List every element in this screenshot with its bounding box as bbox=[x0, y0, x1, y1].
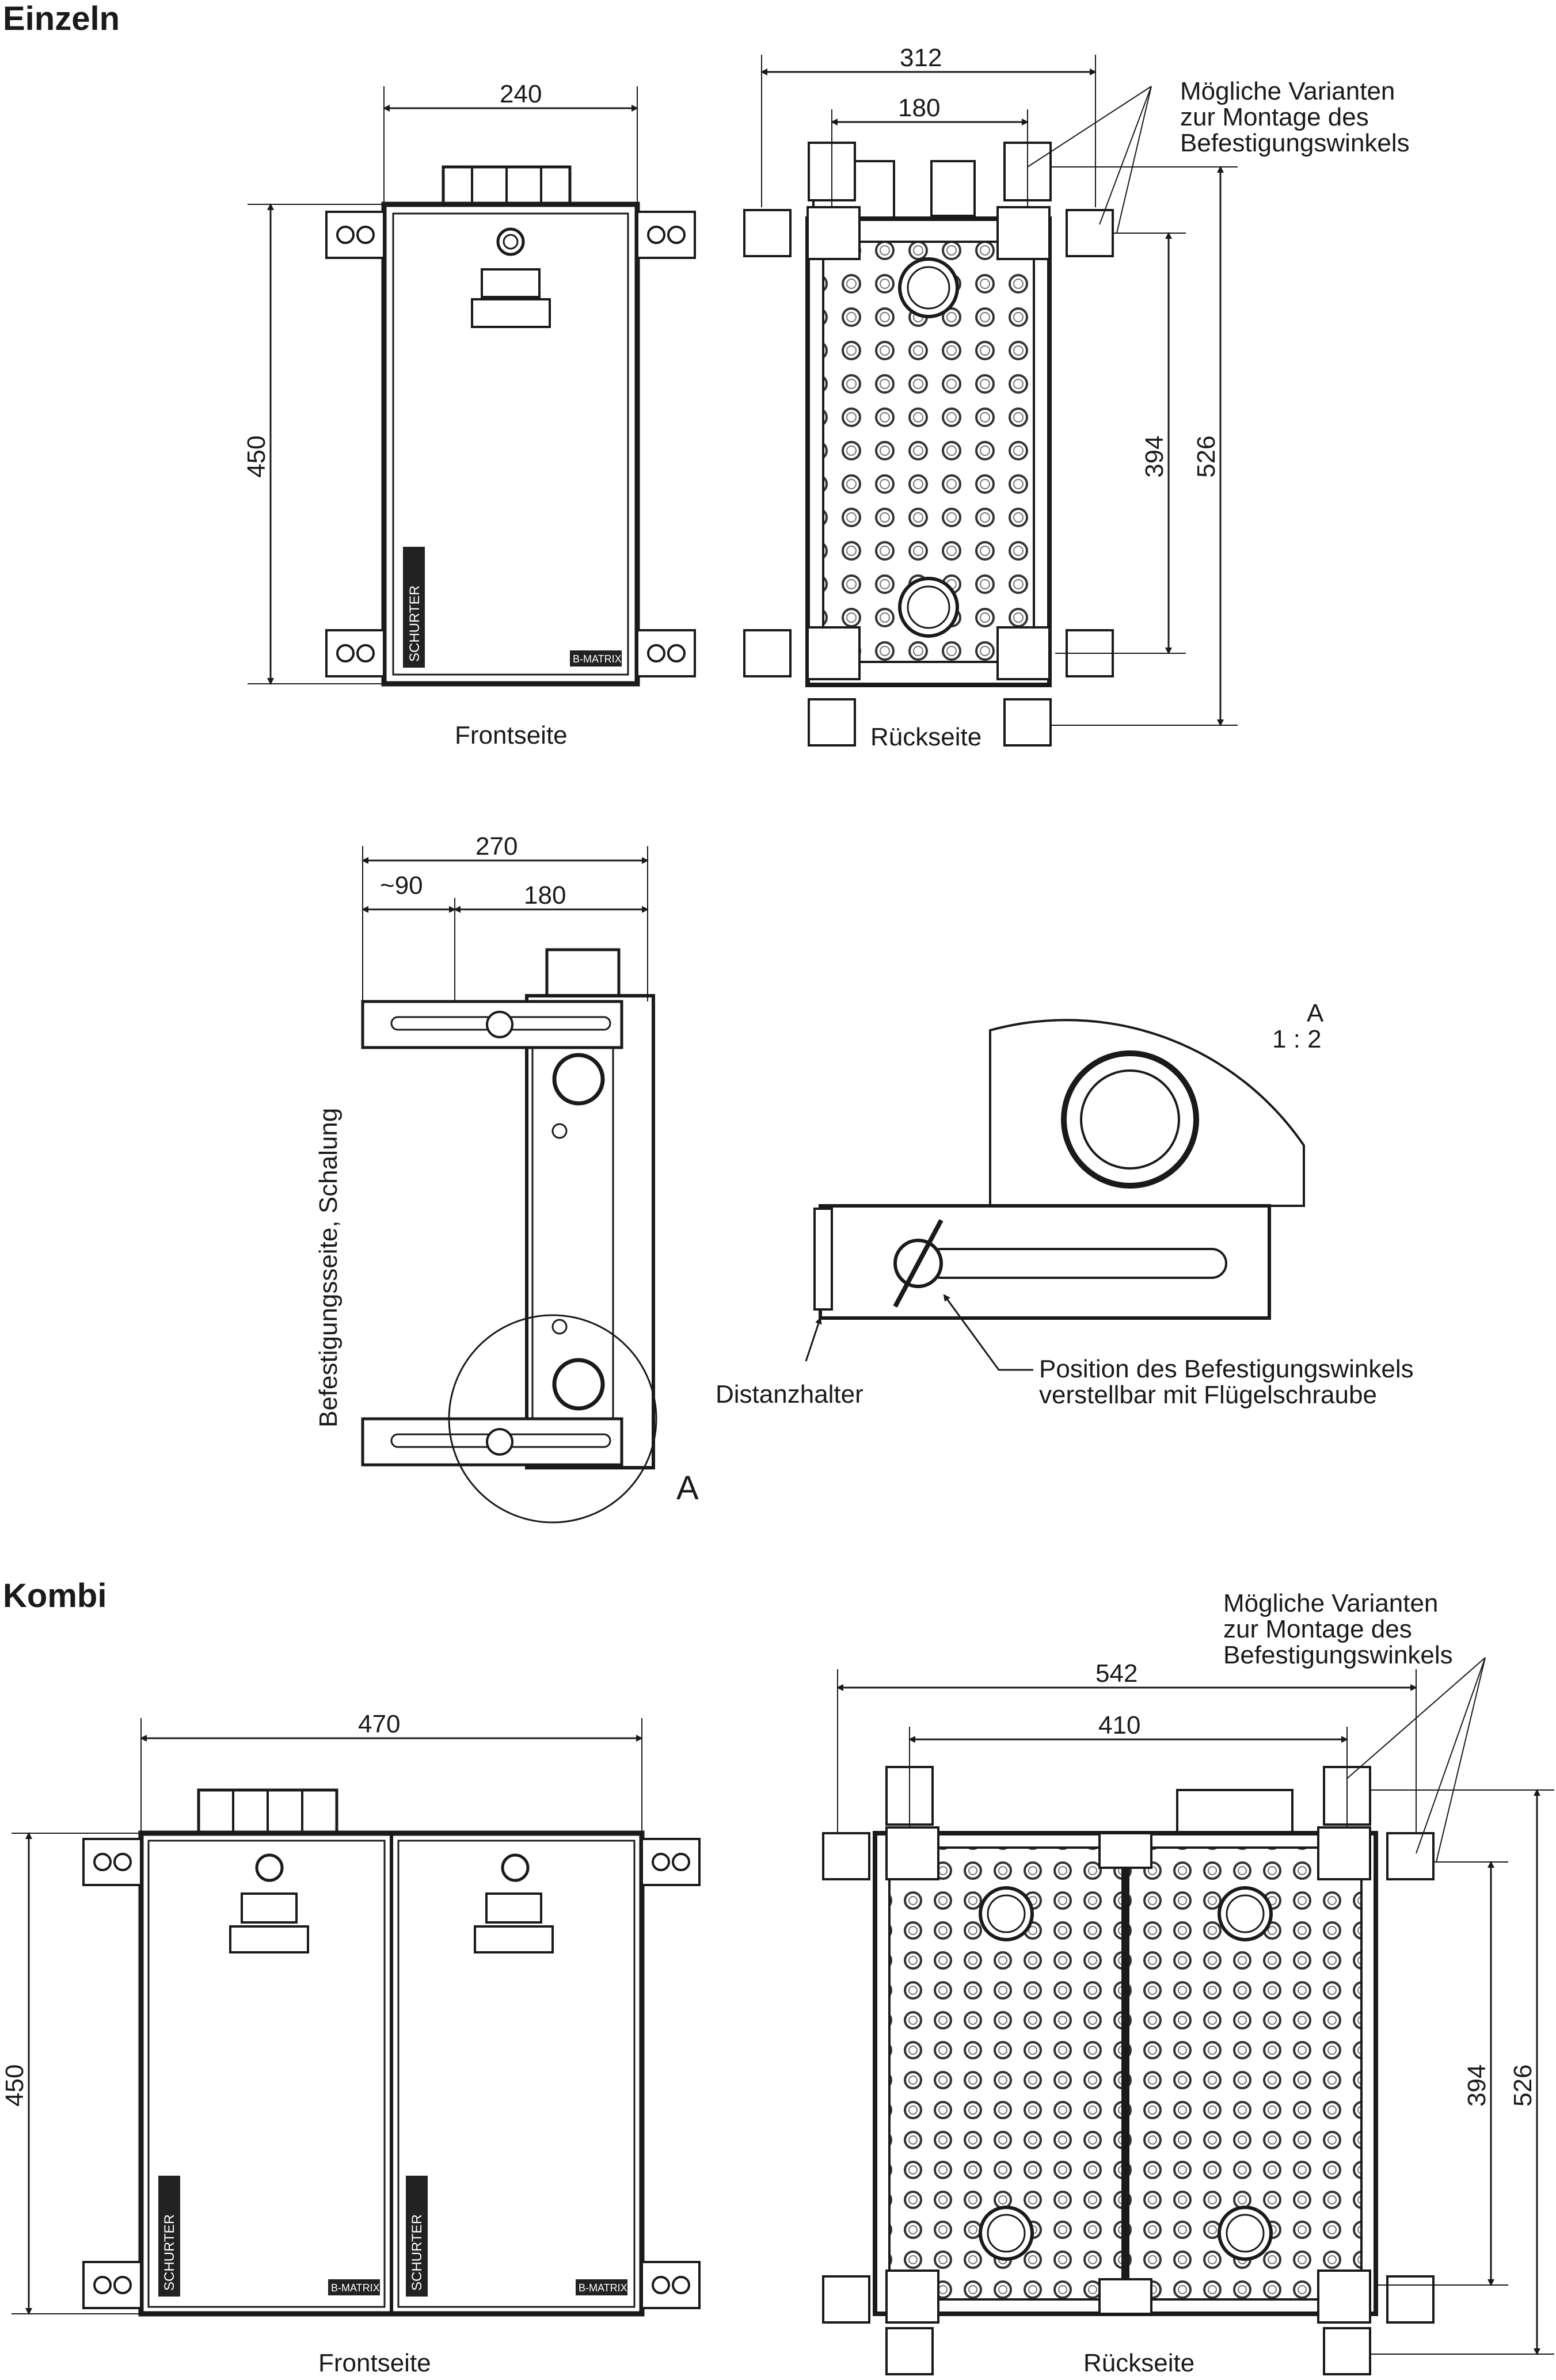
einzeln-back-label: Rückseite bbox=[870, 723, 981, 751]
kombi-dim-back-h2: 526 bbox=[1509, 2065, 1537, 2107]
detail-position-line1: Position des Befestigungswinkels bbox=[1039, 1355, 1414, 1383]
detail-spacer-label: Distanzhalter bbox=[716, 1380, 863, 1408]
detail-scale: 1 : 2 bbox=[1272, 1025, 1322, 1053]
kombi-dim-back-inner: 410 bbox=[1098, 1711, 1140, 1739]
detail-a-view: A 1 : 2 Distanzhalter Position des Befes… bbox=[716, 999, 1414, 1409]
einzeln-dim-front-width: 240 bbox=[500, 80, 542, 108]
einzeln-dim-back-outer: 312 bbox=[900, 44, 942, 72]
kombi-front-label: Frontseite bbox=[318, 2349, 431, 2377]
detail-title: A bbox=[1307, 999, 1324, 1027]
kombi-variants-line2: zur Montage des bbox=[1223, 1615, 1412, 1643]
kombi-variants-line3: Befestigungswinkels bbox=[1223, 1641, 1453, 1669]
heading-kombi: Kombi bbox=[3, 1577, 106, 1614]
side-vertical-label: Befestigungsseite, Schalung bbox=[314, 1108, 343, 1427]
einzeln-front-view: SCHURTER B-MATRIX 240 450 Frontseite bbox=[242, 80, 696, 749]
side-detail-marker: A bbox=[676, 1469, 699, 1507]
kombi-dim-back-outer: 542 bbox=[1095, 1659, 1137, 1688]
kombi-dim-back-h1: 394 bbox=[1463, 2065, 1491, 2107]
einzeln-front-model: B-MATRIX bbox=[573, 653, 622, 665]
kombi-front-model-left: B-MATRIX bbox=[331, 2282, 380, 2294]
kombi-dim-front-width: 470 bbox=[358, 1710, 400, 1738]
einzeln-dim-back-h2: 526 bbox=[1192, 436, 1220, 478]
einzeln-variants-line3: Befestigungswinkels bbox=[1180, 129, 1410, 157]
kombi-front-view: SCHURTER SCHURTER B-MATRIX B-MATRIX 470 … bbox=[1, 1710, 701, 2377]
einzeln-front-label: Frontseite bbox=[455, 721, 568, 749]
kombi-front-brand-left: SCHURTER bbox=[162, 2214, 177, 2291]
side-dim-right: 180 bbox=[524, 881, 566, 909]
einzeln-dim-back-h1: 394 bbox=[1140, 436, 1169, 478]
kombi-front-brand-right: SCHURTER bbox=[409, 2214, 425, 2291]
kombi-back-view: 542 410 394 526 Mögliche Varianten zur M… bbox=[822, 1589, 1554, 2377]
einzeln-dim-front-height: 450 bbox=[242, 436, 271, 478]
side-view: A 270 ~90 180 Befestigungsseite, Schalun… bbox=[314, 832, 699, 1524]
einzeln-front-brand: SCHURTER bbox=[407, 585, 423, 662]
detail-position-line2: verstellbar mit Flügelschraube bbox=[1039, 1381, 1377, 1409]
side-dim-total: 270 bbox=[475, 832, 518, 860]
kombi-back-label: Rückseite bbox=[1083, 2349, 1194, 2377]
kombi-dim-front-height: 450 bbox=[1, 2065, 29, 2107]
kombi-variants-line1: Mögliche Varianten bbox=[1223, 1589, 1438, 1617]
einzeln-variants-line1: Mögliche Varianten bbox=[1180, 77, 1395, 105]
einzeln-dim-back-inner: 180 bbox=[898, 94, 940, 122]
einzeln-back-view: 312 180 394 526 Mögliche Varianten zur M… bbox=[743, 44, 1410, 751]
side-dim-left: ~90 bbox=[380, 871, 423, 900]
einzeln-variants-line2: zur Montage des bbox=[1180, 103, 1369, 131]
heading-einzeln: Einzeln bbox=[3, 0, 120, 37]
kombi-front-model-right: B-MATRIX bbox=[579, 2282, 627, 2294]
